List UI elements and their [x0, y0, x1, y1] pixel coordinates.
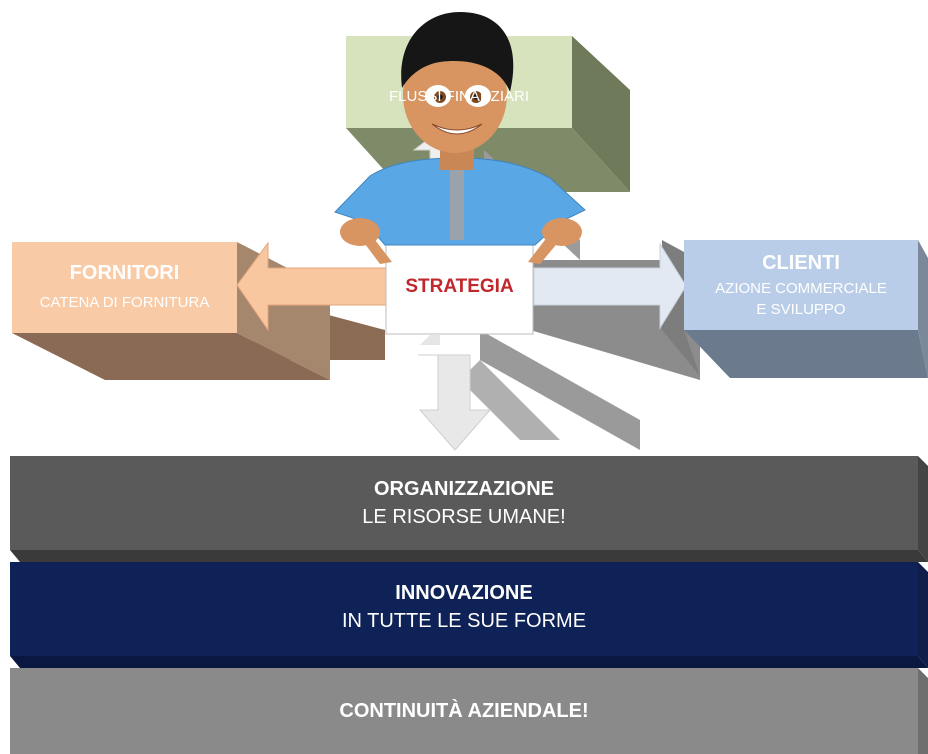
layer-continuita: [10, 668, 928, 754]
layer-organizzazione-subtitle: LE RISORSE UMANE!: [362, 506, 566, 528]
top-box-label: FLUSSI FINANZIARI: [388, 88, 530, 105]
suppliers-subtitle: CATENA DI FORNITURA: [39, 294, 210, 311]
layer-innovazione: [10, 562, 928, 668]
strategy-label: STRATEGIA: [405, 276, 514, 297]
suppliers-block: [12, 241, 389, 380]
layer-organizzazione-title: ORGANIZZAZIONE: [374, 478, 554, 500]
clients-block: [533, 240, 928, 378]
layer-innovazione-subtitle: IN TUTTE LE SUE FORME: [341, 610, 587, 632]
clients-line2: E SVILUPPO: [756, 301, 846, 318]
layer-continuita-title: CONTINUITÀ AZIENDALE!: [339, 700, 589, 722]
layer-organizzazione: [10, 456, 928, 562]
strategy-block: [385, 241, 534, 335]
clients-title: CLIENTI: [762, 252, 840, 274]
suppliers-title: FORNITORI: [69, 262, 180, 284]
clients-line1: AZIONE COMMERCIALE: [715, 280, 887, 297]
character-illustration: [334, 12, 586, 264]
layer-innovazione-title: INNOVAZIONE: [395, 582, 533, 604]
